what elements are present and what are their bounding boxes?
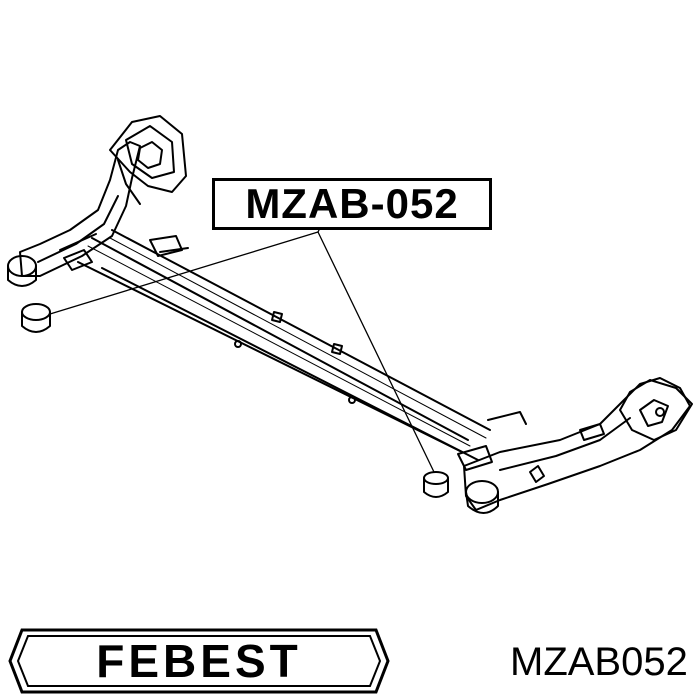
right-mount-bracket: [619, 379, 693, 441]
cross-beam: [77, 229, 491, 461]
left-bushing-part: [21, 303, 51, 333]
left-trailing-arm: [19, 141, 141, 277]
part-number-label: MZAB-052: [245, 180, 459, 227]
brand-name: FEBEST: [96, 635, 301, 687]
left-bushing-installed: [7, 255, 37, 287]
right-bushing-part: [423, 471, 449, 498]
left-mount-bracket: [109, 115, 187, 205]
right-bushing-installed: [465, 480, 499, 514]
left-cross-bracket: [149, 235, 189, 257]
right-cross-bracket: [457, 411, 527, 471]
leader-lines: [49, 227, 435, 473]
part-number-callout: MZAB-052: [212, 178, 492, 230]
footer-part-code: MZAB052: [510, 640, 688, 684]
febest-logo: FEBEST: [8, 628, 390, 694]
